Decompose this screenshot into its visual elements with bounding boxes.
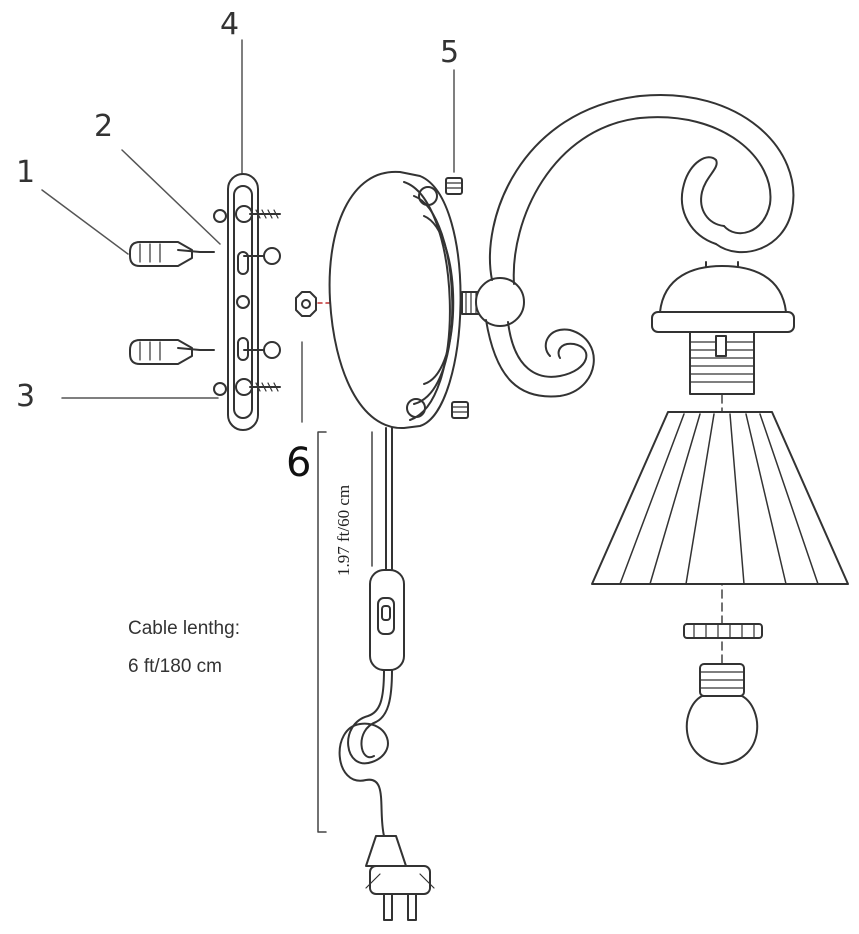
callout-6: 6 [286, 440, 311, 486]
wall-anchor-bottom [129, 339, 215, 365]
callout-4: 4 [220, 7, 239, 42]
callout-3: 3 [16, 379, 35, 414]
callout-1: 1 [16, 155, 35, 190]
light-bulb [685, 663, 759, 765]
set-screws [445, 177, 469, 419]
callout-2: 2 [94, 109, 113, 144]
mounting-bracket [227, 173, 259, 431]
lamp-holder [651, 265, 795, 395]
wall-anchor-top [129, 241, 215, 267]
lamp-shade [591, 411, 849, 585]
cable-length-label: Cable lenthg: [128, 618, 240, 639]
short-cable-length: 1.97 ft/60 cm [334, 485, 353, 576]
callout-leaders [41, 39, 455, 423]
cable-length-value: 6 ft/180 cm [128, 656, 222, 677]
shade-ring [683, 623, 763, 639]
wall-plate [328, 170, 462, 430]
power-cable [338, 427, 405, 837]
callout-5: 5 [440, 35, 459, 70]
power-plug [365, 835, 435, 921]
mounting-nut [295, 291, 317, 317]
lamp-arm [475, 93, 795, 398]
dimension-bracket-long [317, 431, 327, 833]
bracket-screws [213, 205, 281, 396]
